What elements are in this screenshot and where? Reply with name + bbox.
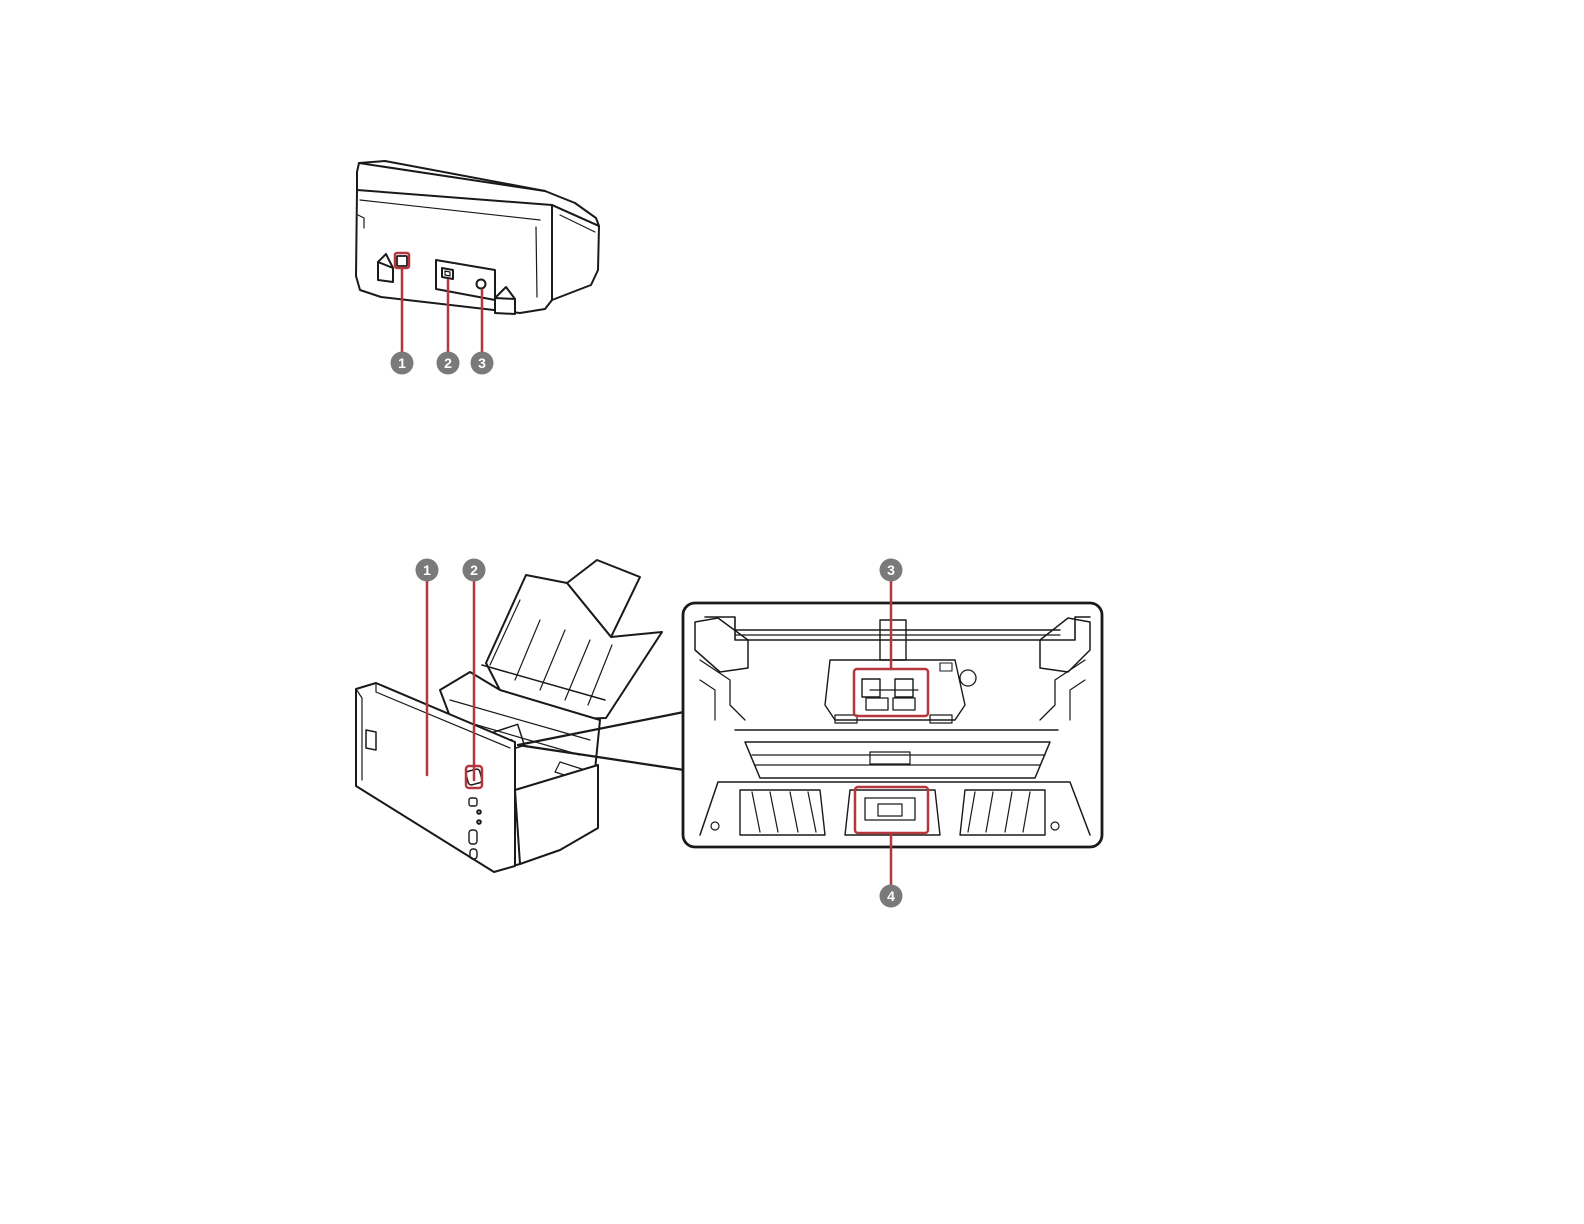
inside-callout-number-3: 3 — [887, 562, 895, 578]
inside-callout-badge-3: 3 — [880, 559, 903, 582]
rear-callout-badge-3: 3 — [471, 352, 494, 375]
inside-callout-badge-1: 1 — [416, 559, 439, 582]
rear-callout-badge-1: 1 — [391, 352, 414, 375]
rear-callout-leaders — [395, 253, 482, 352]
scanner-open-illustration — [356, 560, 662, 872]
roller-detail-panel — [683, 603, 1102, 847]
inside-callout-badge-2: 2 — [463, 559, 486, 582]
rear-callout-number-1: 1 — [398, 355, 406, 371]
rear-callout-number-2: 2 — [444, 355, 452, 371]
inside-callout-number-4: 4 — [887, 888, 895, 904]
rear-callout-number-3: 3 — [478, 355, 486, 371]
inside-callout-badge-4: 4 — [880, 885, 903, 908]
inside-callout-number-1: 1 — [423, 562, 431, 578]
inside-callout-number-2: 2 — [470, 562, 478, 578]
scanner-rear-illustration — [356, 161, 599, 314]
rear-callout-badge-2: 2 — [437, 352, 460, 375]
